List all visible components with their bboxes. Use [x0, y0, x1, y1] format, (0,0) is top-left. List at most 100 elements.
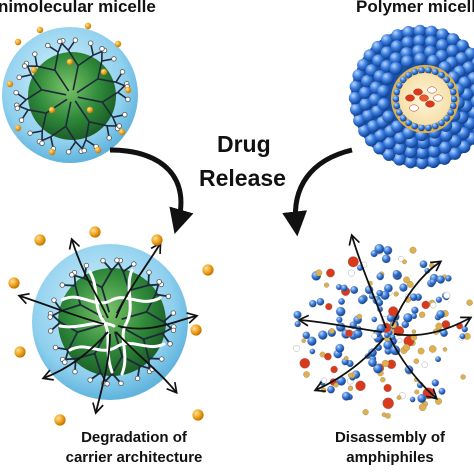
amphiphile-particle	[435, 356, 442, 363]
amphiphile-particle	[418, 403, 427, 412]
amphiphile-particle	[430, 302, 437, 309]
inner-bead	[399, 114, 407, 122]
amphiphile-particle	[341, 391, 351, 401]
drug-molecule-icon	[192, 409, 204, 421]
amphiphile-particle	[431, 379, 439, 387]
amphiphile-particle	[376, 272, 384, 281]
drug-molecule-icon	[14, 38, 22, 46]
dendron-end	[111, 56, 117, 62]
drug-molecule-icon	[48, 148, 56, 156]
dendron-end	[39, 140, 45, 146]
dendron-end	[52, 344, 59, 351]
dendron-end	[69, 272, 75, 278]
amphiphile-particle	[374, 243, 385, 254]
dendron-end	[47, 328, 54, 334]
polymer-bead	[358, 86, 372, 99]
encapsulated-drug	[427, 86, 437, 94]
polymer-bead	[393, 142, 406, 155]
polymer-bead	[389, 62, 403, 75]
polymer-bead	[446, 33, 460, 46]
dendron-branch	[61, 303, 81, 312]
dendron-end	[51, 297, 57, 303]
release-pathway-arrow-icon	[115, 331, 178, 395]
inner-bead	[425, 66, 432, 74]
drug-molecule-icon	[124, 86, 132, 94]
polymer-bead	[416, 146, 429, 160]
dendron-end	[59, 282, 65, 288]
disassembled-micelle-icon	[293, 233, 473, 419]
dendron-end	[116, 123, 122, 129]
dendron-branch	[111, 356, 123, 375]
dendron-branch	[50, 125, 67, 138]
drug-molecule-icon	[6, 80, 14, 88]
degradation-crack	[68, 341, 166, 352]
drug-molecule-icon	[86, 106, 94, 114]
polymer-bead	[414, 52, 427, 66]
inner-bead	[449, 88, 457, 96]
dendron-end	[122, 111, 128, 118]
drug-molecule-icon	[54, 414, 66, 426]
dendron-end	[125, 96, 131, 103]
amphiphile-particle	[326, 268, 335, 278]
dendron-branch	[65, 125, 77, 143]
amphiphile-particle	[384, 332, 390, 339]
amphiphile-particle	[330, 365, 338, 374]
amphiphile-particle	[318, 330, 328, 340]
dendron-end	[170, 310, 177, 316]
amphiphile-particle	[347, 372, 353, 378]
release-pathway-arrow-icon	[17, 292, 105, 325]
drug-molecule-icon	[14, 346, 26, 358]
amphiphile-particle	[309, 348, 316, 355]
encapsulated-drug	[405, 94, 415, 102]
polymer-bead	[438, 152, 451, 165]
degraded-micelle-icon	[8, 226, 214, 426]
dendron-branch	[142, 339, 150, 359]
amphiphile-particle	[368, 358, 377, 368]
amphiphile-particle	[368, 348, 377, 358]
dendron-end	[65, 149, 72, 155]
polymer-bead	[382, 110, 395, 123]
dendron-end	[87, 377, 93, 383]
inner-bead	[405, 119, 412, 127]
drug-molecule-icon	[14, 124, 22, 132]
drug-molecule-icon	[84, 22, 92, 30]
drug-molecule-icon	[30, 66, 38, 74]
dendron-end	[47, 314, 53, 320]
dendron-end	[81, 147, 87, 154]
drug-molecule-icon	[36, 26, 44, 34]
polymer-micelle-icon	[348, 24, 474, 170]
polymer-bead	[361, 74, 374, 88]
release-arrow-right-icon	[282, 147, 353, 237]
amphiphile-particle	[355, 380, 366, 391]
dendron-end	[100, 257, 106, 264]
dendron-end	[106, 135, 112, 141]
dendron-branch	[97, 60, 103, 80]
polymer-bead	[364, 134, 378, 147]
polymer-bead	[448, 135, 462, 148]
dendron-branch	[27, 109, 47, 114]
amphiphile-particle	[348, 269, 355, 277]
dendron-branch	[97, 78, 117, 83]
amphiphile-particle	[321, 377, 327, 384]
encapsulated-drug	[409, 104, 419, 112]
amphiphile-particle	[340, 284, 348, 292]
amphiphile-particle	[371, 316, 378, 323]
drug-molecule-icon	[100, 68, 108, 76]
dendron-end	[32, 51, 38, 57]
disassembly-caption-line1: Disassembly of	[334, 429, 446, 446]
amphiphile-particle	[356, 313, 363, 320]
dendron-stem	[72, 65, 79, 91]
amphiphile-particle	[303, 371, 310, 378]
inner-bead	[447, 82, 455, 89]
dendron-end	[131, 261, 137, 267]
polymer-bead	[391, 29, 404, 42]
amphiphile-particle	[409, 396, 416, 403]
amphiphile-particle	[411, 329, 417, 334]
amphiphile-particle	[438, 387, 446, 395]
dendron-stem	[74, 100, 90, 123]
amphiphile-particle	[445, 275, 452, 282]
polymer-bead	[415, 156, 429, 170]
degradation-crack	[58, 321, 116, 329]
unimolecular-micelle-title: nimolecular micelle	[0, 0, 156, 16]
amphiphile-particle	[436, 310, 445, 319]
